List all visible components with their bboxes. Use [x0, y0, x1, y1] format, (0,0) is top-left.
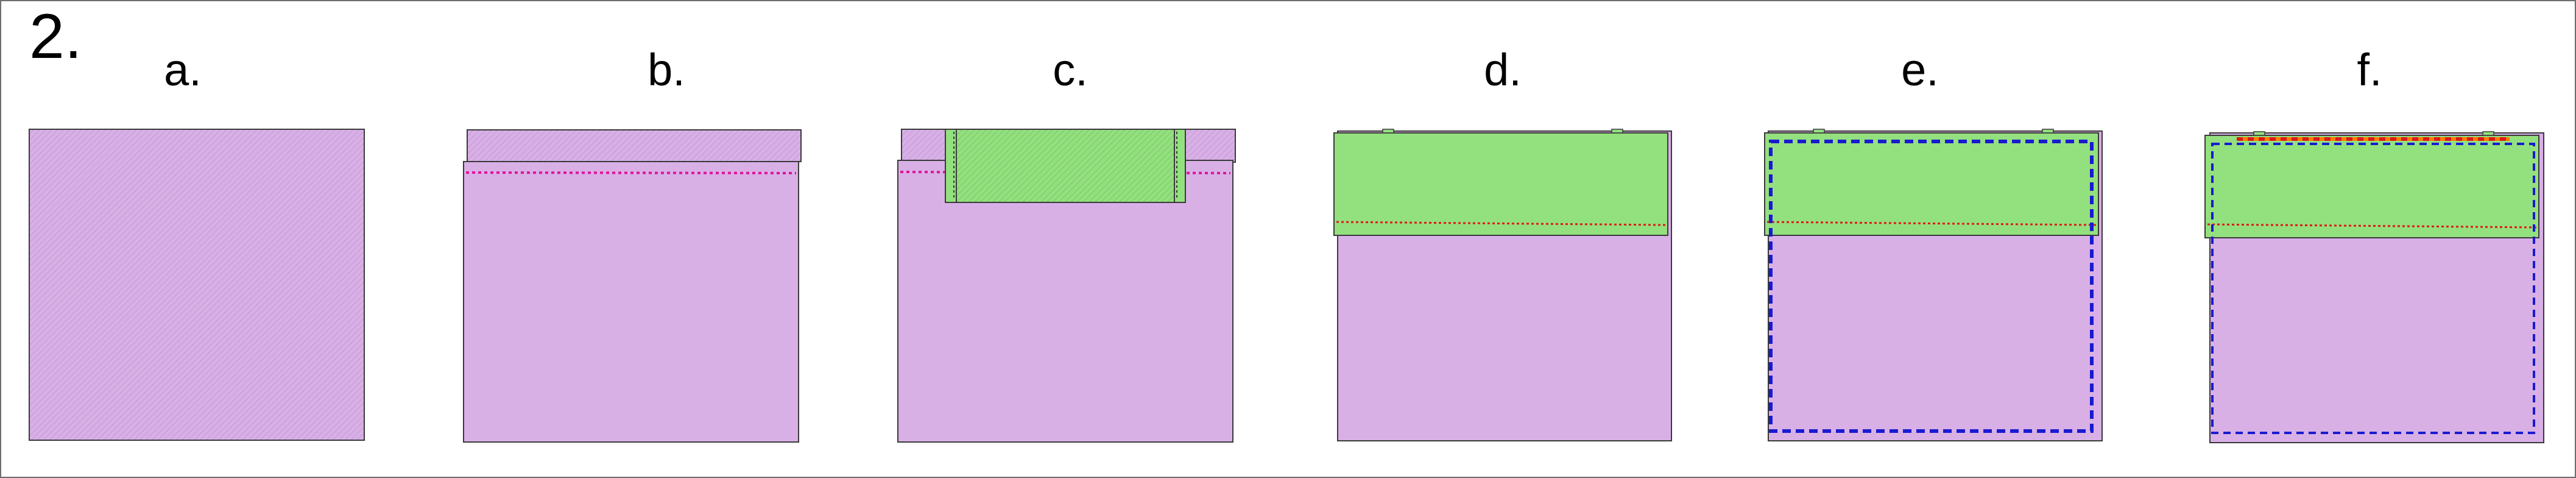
strap-end-right	[1174, 129, 1186, 203]
panel-label-c: c.	[1053, 45, 1088, 95]
strap-end-left	[945, 129, 957, 203]
green-strap	[945, 129, 1186, 203]
strap-tab-left	[1813, 129, 1825, 134]
panel-label-b: b.	[648, 45, 685, 95]
band-stitch	[2207, 223, 2537, 229]
fabric-panel	[463, 161, 799, 443]
strap-tab-right	[2042, 129, 2054, 134]
band-stitch	[1336, 221, 1666, 226]
strap-tab-right	[2482, 131, 2494, 136]
outline-stitch	[1769, 140, 2094, 433]
step-number: 2.	[29, 1, 82, 72]
strap-tab-left	[2253, 131, 2265, 136]
band-stitch	[1766, 221, 2097, 226]
panel-e	[1764, 129, 2103, 441]
panel-f	[2204, 131, 2544, 443]
fabric-panel	[897, 160, 1233, 443]
panel-d	[1333, 129, 1672, 441]
fabric-wrong-side	[29, 129, 365, 441]
panel-b	[463, 129, 802, 443]
folded-edge	[467, 129, 802, 162]
green-band	[1764, 132, 2099, 236]
green-band	[1333, 132, 1668, 236]
strap-tab-left	[1382, 129, 1394, 134]
panel-c	[897, 129, 1236, 443]
green-band	[2204, 135, 2539, 238]
strap-tab-right	[1611, 129, 1623, 134]
panel-a	[29, 129, 365, 441]
panel-label-f: f.	[2357, 45, 2382, 95]
panel-label-e: e.	[1901, 45, 1939, 95]
panel-label-a: a.	[164, 45, 202, 95]
panel-label-d: d.	[1484, 45, 1522, 95]
outline-stitch	[2211, 143, 2535, 434]
